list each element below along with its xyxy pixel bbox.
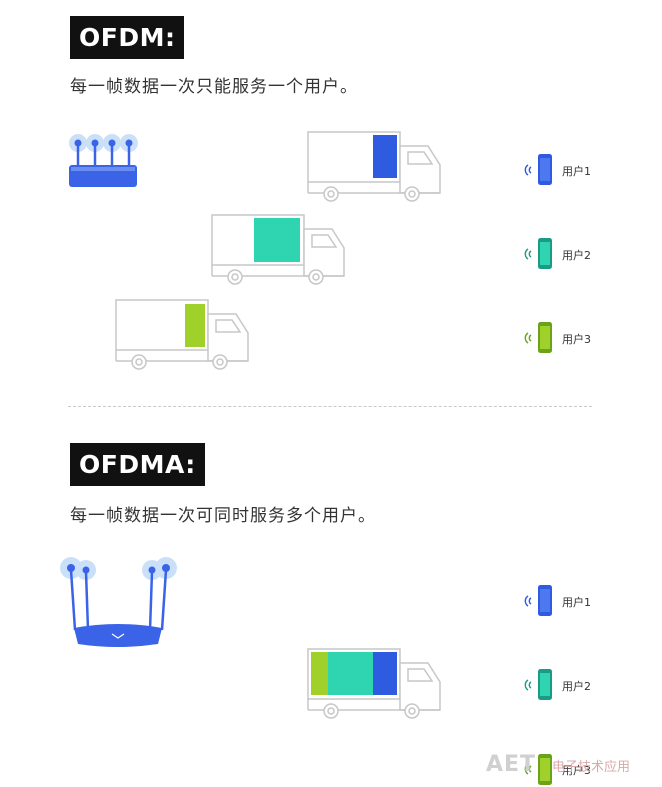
phone-icon: [524, 154, 552, 185]
data-block-user2: [254, 218, 300, 262]
ofdma-title: OFDMA:: [70, 443, 205, 486]
phone-icon: [524, 238, 552, 269]
section-divider: [68, 406, 592, 407]
user-label-3: 用户3: [562, 764, 591, 777]
ofdma-description: 每一帧数据一次可同时服务多个用户。: [70, 506, 376, 526]
ofdm-title: OFDM:: [70, 16, 185, 59]
user-label-2: 用户2: [562, 680, 591, 693]
user-label-3: 用户3: [562, 333, 591, 346]
watermark-logo: AET: [486, 752, 537, 777]
router-icon: [60, 557, 177, 647]
watermark-seal: 电子技术应用: [552, 760, 631, 775]
user-label-1: 用户1: [562, 596, 591, 609]
data-block-user2: [328, 652, 373, 695]
router-icon: [69, 134, 138, 187]
phone-icon: [524, 322, 552, 353]
phone-icon: [524, 669, 552, 700]
data-block-user1: [373, 652, 397, 695]
user-label-1: 用户1: [562, 165, 591, 178]
data-block-user3: [311, 652, 328, 695]
truck-icon: [115, 299, 249, 370]
data-block-user3: [185, 304, 205, 347]
ofdm-description: 每一帧数据一次只能服务一个用户。: [70, 77, 358, 97]
data-block-user1: [373, 135, 397, 178]
phone-icon: [524, 754, 552, 785]
user-label-2: 用户2: [562, 249, 591, 262]
phone-icon: [524, 585, 552, 616]
